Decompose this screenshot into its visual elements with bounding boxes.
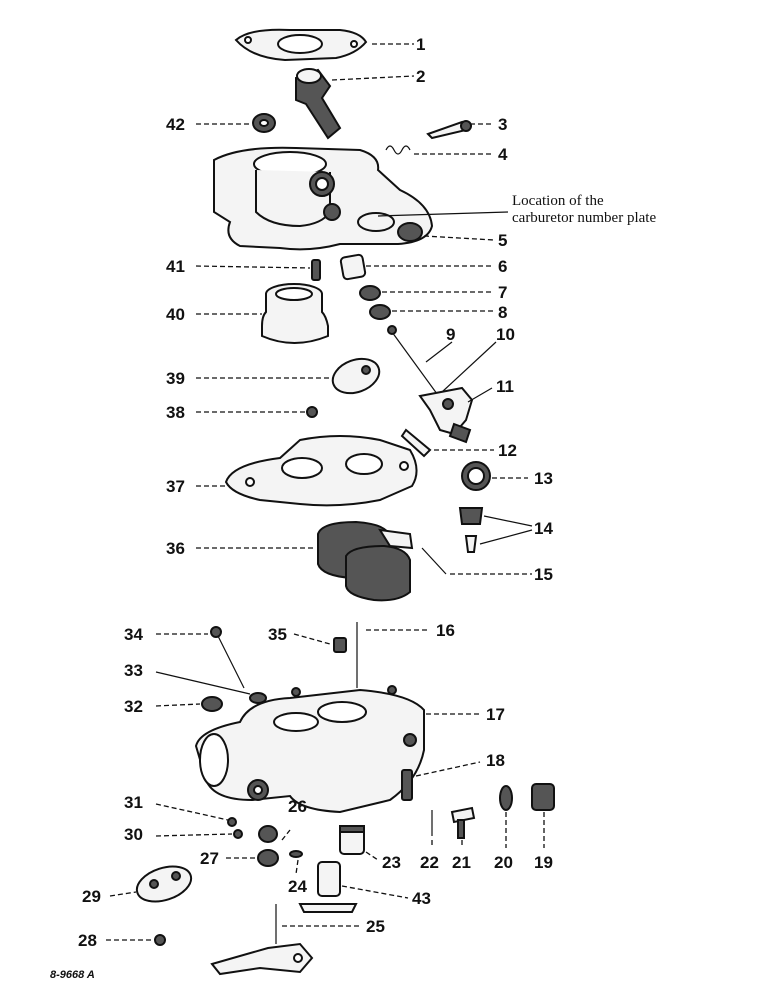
part-23-plug	[339, 825, 365, 855]
part-2-elbow	[295, 68, 342, 140]
callout-3: 3	[498, 115, 507, 134]
callout-18: 18	[486, 751, 505, 770]
note-line-2: carburetor number plate	[512, 210, 656, 226]
note-line-1: Location of the	[512, 193, 604, 209]
callout-37: 37	[166, 477, 185, 496]
part-8-washer	[369, 304, 391, 320]
callout-29: 29	[82, 887, 101, 906]
callout-16: 16	[436, 621, 455, 640]
callout-32: 32	[124, 697, 143, 716]
callout-41: 41	[166, 257, 185, 276]
callout-10: 10	[496, 325, 515, 344]
callout-11: 11	[496, 377, 514, 396]
callout-8: 8	[498, 303, 507, 322]
part-35-plug	[333, 637, 347, 653]
callout-36: 36	[166, 539, 185, 558]
part-17-throttle-body	[194, 685, 425, 814]
callout-19: 19	[534, 853, 553, 872]
part-28-screw	[154, 934, 166, 946]
callout-42: 42	[166, 115, 185, 134]
callout-31: 31	[124, 793, 143, 812]
callout-27: 27	[200, 849, 219, 868]
part-38-screw	[306, 406, 318, 418]
callout-20: 20	[494, 853, 513, 872]
callout-21: 21	[452, 853, 471, 872]
part-11-choke-lever	[418, 386, 474, 444]
part-43-drain-valve	[298, 861, 358, 913]
callout-1: 1	[416, 35, 425, 54]
part-20-washer	[499, 785, 513, 811]
part-3-screw	[426, 120, 472, 140]
part-34-idle-needle	[210, 626, 245, 689]
callout-5: 5	[498, 231, 507, 250]
part-9-choke-shaft	[387, 325, 441, 399]
part-1-gasket	[234, 28, 368, 62]
callout-labels: 1 2 3 4 5 6 7 8 9 10 11 12 13 14 15 16 1…	[78, 35, 553, 950]
part-36-float	[317, 520, 414, 602]
part-18-screw	[401, 769, 413, 801]
callout-23: 23	[382, 853, 401, 872]
part-33-washer	[249, 692, 267, 704]
part-19-plug	[531, 783, 555, 811]
callout-39: 39	[166, 369, 185, 388]
callout-14: 14	[534, 519, 553, 538]
callout-43: 43	[412, 889, 431, 908]
callout-22: 22	[420, 853, 439, 872]
part-40-venturi	[261, 283, 329, 344]
part-6-bushing	[339, 253, 367, 281]
callout-28: 28	[78, 931, 97, 950]
part-29-throttle-valve	[135, 865, 193, 903]
callout-7: 7	[498, 283, 507, 302]
part-27-nut	[257, 849, 279, 867]
part-21-screw	[450, 806, 476, 839]
part-14-needle-seat	[458, 507, 484, 553]
drawing-code: 8-9668 A	[50, 969, 95, 981]
part-15-float-pin	[421, 547, 447, 575]
callout-38: 38	[166, 403, 185, 422]
callout-24: 24	[288, 877, 307, 896]
callout-26: 26	[288, 797, 307, 816]
part-4-spring	[385, 145, 411, 155]
callout-30: 30	[124, 825, 143, 844]
callout-33: 33	[124, 661, 143, 680]
part-24-washer	[289, 850, 303, 858]
callout-35: 35	[268, 625, 287, 644]
part-12-screw	[400, 428, 432, 458]
leader-lines	[106, 43, 545, 941]
part-37-gasket	[224, 435, 418, 507]
part-26-nut	[258, 825, 278, 843]
callout-6: 6	[498, 257, 507, 276]
part-31-ball	[227, 817, 237, 827]
callout-34: 34	[124, 625, 143, 644]
callout-9: 9	[446, 325, 455, 344]
parts	[135, 28, 555, 976]
part-7-washer	[359, 285, 381, 301]
callout-15: 15	[534, 565, 553, 584]
callout-17: 17	[486, 705, 505, 724]
callout-40: 40	[166, 305, 185, 324]
part-42-nut	[252, 113, 276, 133]
callout-13: 13	[534, 469, 553, 488]
part-5-air-horn-body	[213, 146, 434, 251]
part-13-gasket-ring	[461, 461, 491, 491]
callout-4: 4	[498, 145, 508, 164]
part-25-throttle-lever	[210, 904, 314, 976]
callout-12: 12	[498, 441, 517, 460]
part-41-screw	[311, 259, 321, 281]
callout-25: 25	[366, 917, 385, 936]
part-39-choke-valve	[331, 357, 381, 395]
callout-2: 2	[416, 67, 425, 86]
part-30-ball	[233, 829, 243, 839]
part-32-nut	[201, 696, 223, 712]
